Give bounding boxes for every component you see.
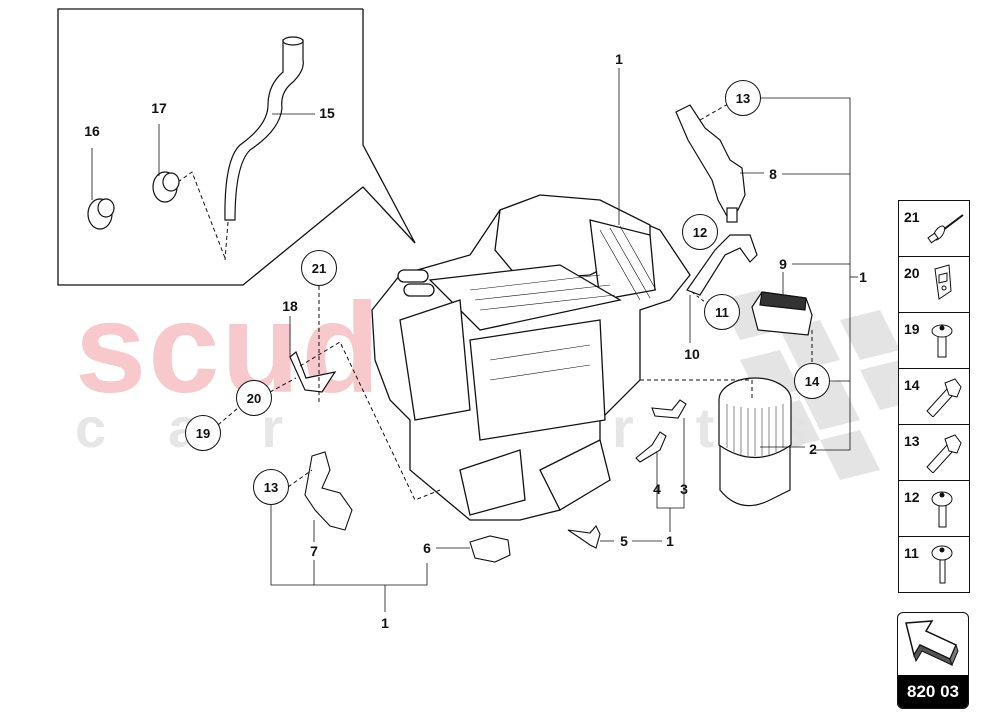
torx-flange-screw-icon <box>931 324 953 358</box>
bracket-part-18 <box>289 351 337 393</box>
hex-bolt-icon <box>926 434 962 473</box>
legend-item-20[interactable]: 20 <box>899 257 969 313</box>
callout-1-bottom-group: 1 <box>381 615 389 631</box>
page-code: 820 03 <box>898 675 968 708</box>
housing-detail-lines <box>469 225 657 381</box>
legend-item-21[interactable]: 21 <box>899 201 969 257</box>
bracket-part-10 <box>686 234 758 296</box>
blower-fins <box>726 404 784 456</box>
clip-nut-icon <box>934 264 952 300</box>
legend-item-14[interactable]: 14 <box>899 369 969 425</box>
circled-callout-12: 12 <box>682 214 718 250</box>
grommet-part-16 <box>87 198 115 230</box>
sensor-part-3 <box>651 399 687 419</box>
resistor-part-9 <box>751 291 813 336</box>
legend-item-19[interactable]: 19 <box>899 313 969 369</box>
callout-4: 4 <box>653 481 661 497</box>
callout-2: 2 <box>809 441 817 457</box>
sensor-part-5 <box>567 525 601 549</box>
legend-item-13[interactable]: 13 <box>899 425 969 481</box>
callout-15: 15 <box>319 105 335 121</box>
hvac-housing-part-1 <box>371 194 691 521</box>
arrow-up-left-icon <box>905 620 959 667</box>
hex-bolt-icon <box>926 378 962 417</box>
rivet-icon <box>927 214 964 244</box>
callout-3: 3 <box>680 481 688 497</box>
callout-7: 7 <box>310 543 318 559</box>
hose-part-15 <box>224 36 304 221</box>
grommet-part-17 <box>152 171 180 203</box>
actuator-part-7 <box>304 451 353 531</box>
callout-1-right-group: 1 <box>859 269 867 285</box>
callout-6: 6 <box>423 540 431 556</box>
circled-callout-20: 20 <box>236 380 272 416</box>
callout-9: 9 <box>779 256 787 272</box>
torx-pan-screw-icon <box>931 545 953 584</box>
callout-10: 10 <box>684 346 700 362</box>
circled-callout-21: 21 <box>301 250 337 286</box>
legend-item-12[interactable]: 12 <box>899 481 969 537</box>
circled-callout-13-top: 13 <box>725 80 761 116</box>
callout-18: 18 <box>282 298 298 314</box>
actuator-part-6 <box>469 535 511 563</box>
callout-8: 8 <box>769 166 777 182</box>
callout-5: 5 <box>620 533 628 549</box>
callout-17: 17 <box>151 100 167 116</box>
callout-16: 16 <box>84 123 100 139</box>
callout-1-housing: 1 <box>615 51 623 67</box>
page-nav-button[interactable]: 820 03 <box>897 612 969 709</box>
circled-callout-11: 11 <box>704 294 740 330</box>
detail-inset-frame <box>57 8 416 286</box>
torx-flange-screw-icon <box>931 491 953 528</box>
circled-callout-13-left: 13 <box>253 469 289 505</box>
hardware-legend: 21 20 19 14 <box>898 200 970 593</box>
actuator-part-8 <box>675 104 746 223</box>
circled-callout-14: 14 <box>794 363 830 399</box>
sensor-part-4 <box>635 431 667 463</box>
legend-item-11[interactable]: 11 <box>899 537 969 592</box>
circled-callout-19: 19 <box>185 415 221 451</box>
callout-1-sensor-group: 1 <box>666 533 674 549</box>
